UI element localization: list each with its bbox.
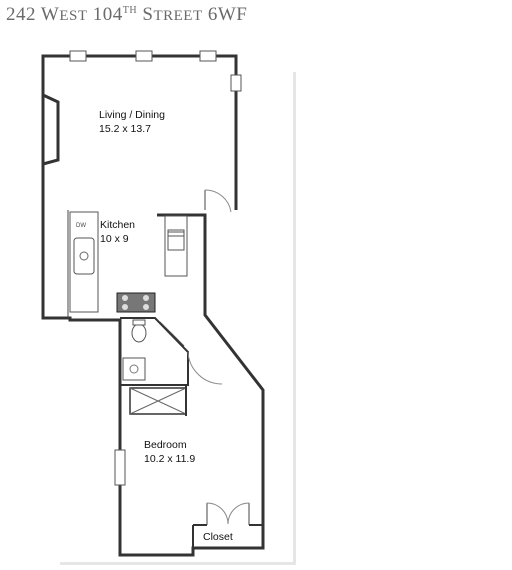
- shower-tub: [129, 386, 187, 416]
- kitchen-counter-west: DW: [69, 211, 99, 313]
- window-bedroom: [114, 449, 126, 486]
- windows-top: [69, 50, 217, 62]
- stove-icon: [116, 292, 156, 313]
- listing-title: 242 WEST 104TH STREET 6WF: [6, 4, 247, 26]
- bathroom: [120, 317, 223, 386]
- living-wall-jog: [42, 93, 60, 166]
- room-size-kitchen: 10 x 9: [100, 233, 129, 245]
- street-number: 104: [92, 4, 123, 25]
- room-size-living-dining: 15.2 x 13.7: [99, 123, 151, 135]
- room-name-kitchen: Kitchen: [100, 219, 135, 231]
- street-name-rest: EST: [59, 8, 88, 24]
- address-number: 242: [6, 4, 36, 25]
- kitchen-counter-east: [164, 215, 188, 277]
- room-name-living-dining: Living / Dining: [99, 109, 165, 121]
- svg-text:DW: DW: [76, 223, 86, 229]
- window-right: [230, 74, 242, 92]
- unit-number: 6WF: [207, 4, 248, 25]
- room-size-bedroom: 10.2 x 11.9: [144, 453, 195, 465]
- entry-door: [204, 189, 232, 213]
- closet: [192, 502, 263, 555]
- room-name-closet: Closet: [203, 531, 233, 543]
- street-type-rest: TREET: [153, 8, 203, 24]
- plan-shadow: [293, 72, 296, 562]
- street-number-suffix: TH: [122, 5, 138, 16]
- street-name-initial: W: [40, 4, 60, 25]
- exterior-wall: [41, 54, 265, 557]
- room-name-bedroom: Bedroom: [144, 439, 187, 451]
- street-type-initial: S: [142, 4, 154, 25]
- plan-shadow-bottom: [60, 562, 296, 565]
